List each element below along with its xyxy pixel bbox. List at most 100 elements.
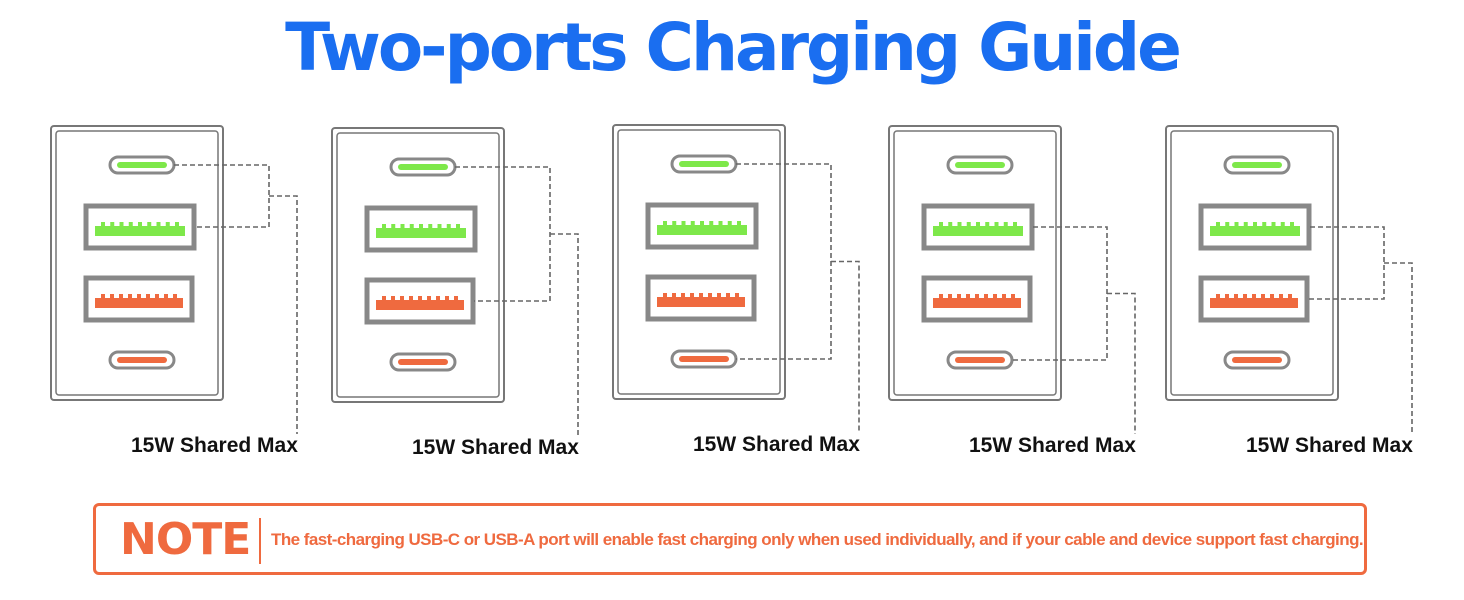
usb-a-fast-port-pin bbox=[400, 224, 405, 229]
note-box: NOTE The fast-charging USB-C or USB-A po… bbox=[93, 503, 1367, 575]
page-title: Two-ports Charging Guide bbox=[285, 9, 1182, 86]
usb-a-port-pin bbox=[391, 296, 395, 301]
usb-a-port-tongue bbox=[95, 298, 183, 308]
usb-c-port-contact bbox=[679, 356, 729, 362]
shared-output-line bbox=[831, 260, 860, 433]
shared-output-line bbox=[550, 233, 579, 436]
note-text: The fast-charging USB-C or USB-A port wi… bbox=[271, 530, 1364, 549]
usb-a-port-pin bbox=[681, 293, 685, 298]
charger-inner-border bbox=[336, 132, 500, 398]
usb-a-port-pin bbox=[400, 296, 404, 301]
usb-a-port-pin bbox=[726, 293, 730, 298]
usb-a-fast-port-pin bbox=[1253, 222, 1257, 227]
usb-a-port-pin bbox=[708, 293, 712, 298]
usb-a-port-pin bbox=[1279, 294, 1283, 299]
charger-outer-border bbox=[612, 124, 786, 400]
pair-bracket-line bbox=[1308, 226, 1385, 300]
usb-a-port-pin bbox=[155, 294, 159, 299]
usb-a-port-tongue bbox=[933, 298, 1021, 308]
usb-a-fast-port-pin bbox=[156, 222, 161, 227]
charger-inner-border bbox=[893, 130, 1057, 396]
usb-a-port-pin bbox=[128, 294, 132, 299]
charger-outer-border bbox=[331, 127, 505, 403]
charger-4 bbox=[888, 125, 1136, 434]
usb-a-fast-port-pin bbox=[101, 222, 105, 227]
usb-a-fast-port-pin bbox=[1013, 222, 1017, 227]
usb-a-fast-port-pin bbox=[994, 222, 999, 227]
usb-a-fast-port-pin bbox=[718, 221, 723, 226]
usb-a-fast-port-pin bbox=[175, 222, 179, 227]
shared-max-caption: 15W Shared Max bbox=[693, 433, 860, 456]
shared-max-caption: 15W Shared Max bbox=[412, 436, 579, 459]
usb-a-port-pin bbox=[454, 296, 458, 301]
usb-c-fast-port-contact bbox=[1232, 162, 1282, 168]
usb-a-port-pin bbox=[382, 296, 386, 301]
usb-c-port-contact bbox=[398, 359, 448, 365]
usb-a-fast-port-pin bbox=[1003, 222, 1008, 227]
usb-a-fast-port-pin bbox=[737, 221, 741, 226]
usb-a-port-tongue bbox=[376, 300, 464, 310]
usb-a-port-pin bbox=[1002, 294, 1006, 299]
usb-a-fast-port-pin bbox=[119, 222, 124, 227]
charger-inner-border bbox=[55, 130, 219, 396]
charger-3 bbox=[612, 124, 860, 433]
usb-a-fast-port-pin bbox=[727, 221, 732, 226]
usb-a-fast-port-pin bbox=[391, 224, 396, 229]
usb-a-fast-port-pin bbox=[985, 222, 990, 227]
usb-a-fast-port-pin bbox=[110, 222, 115, 227]
note-label: NOTE bbox=[120, 514, 251, 565]
charger-inner-border bbox=[1170, 130, 1334, 396]
shared-output-line bbox=[269, 195, 298, 434]
usb-a-fast-port-pin bbox=[147, 222, 152, 227]
usb-a-port-pin bbox=[409, 296, 413, 301]
usb-a-port-pin bbox=[939, 294, 943, 299]
usb-a-port-pin bbox=[735, 293, 739, 298]
charger-1 bbox=[50, 125, 298, 434]
usb-c-fast-port-contact bbox=[117, 162, 167, 168]
usb-a-port-pin bbox=[101, 294, 105, 299]
usb-a-fast-port-pin bbox=[1271, 222, 1276, 227]
shared-max-caption: 15W Shared Max bbox=[1246, 434, 1413, 457]
shared-max-caption: 15W Shared Max bbox=[131, 434, 298, 457]
usb-a-port-pin bbox=[1011, 294, 1015, 299]
usb-a-fast-port-pin bbox=[663, 221, 667, 226]
usb-a-port-pin bbox=[418, 296, 422, 301]
usb-a-port-pin bbox=[966, 294, 970, 299]
usb-a-port-pin bbox=[1216, 294, 1220, 299]
shared-output-line bbox=[1384, 262, 1413, 434]
usb-c-fast-port-contact bbox=[398, 164, 448, 170]
usb-a-port-pin bbox=[173, 294, 177, 299]
usb-a-fast-port-pin bbox=[1243, 222, 1248, 227]
usb-a-port-pin bbox=[1270, 294, 1274, 299]
usb-a-fast-port-pin bbox=[165, 222, 170, 227]
charger-5 bbox=[1165, 125, 1413, 434]
usb-a-port-pin bbox=[1225, 294, 1229, 299]
charger-2 bbox=[331, 127, 579, 436]
usb-a-port-pin bbox=[717, 293, 721, 298]
usb-a-port-pin bbox=[119, 294, 123, 299]
usb-c-fast-port-contact bbox=[955, 162, 1005, 168]
usb-a-port-pin bbox=[1288, 294, 1292, 299]
usb-a-fast-port-tongue bbox=[1210, 226, 1300, 236]
usb-a-fast-port-pin bbox=[138, 222, 142, 227]
usb-c-port-contact bbox=[1232, 357, 1282, 363]
shared-output-line bbox=[1107, 292, 1136, 434]
usb-a-port-pin bbox=[975, 294, 979, 299]
usb-a-fast-port-pin bbox=[681, 221, 686, 226]
charger-outer-border bbox=[888, 125, 1062, 401]
usb-a-port-pin bbox=[436, 296, 440, 301]
pair-bracket-line bbox=[174, 164, 270, 228]
usb-a-port-pin bbox=[164, 294, 168, 299]
usb-a-fast-port-pin bbox=[1225, 222, 1230, 227]
usb-a-fast-port-pin bbox=[690, 221, 695, 226]
shared-max-caption: 15W Shared Max bbox=[969, 434, 1136, 457]
usb-a-fast-port-pin bbox=[1216, 222, 1220, 227]
usb-a-fast-port-pin bbox=[1262, 222, 1267, 227]
usb-a-port-pin bbox=[137, 294, 141, 299]
charger-outer-border bbox=[50, 125, 224, 401]
usb-a-port-pin bbox=[690, 293, 694, 298]
usb-a-fast-port-tongue bbox=[376, 228, 466, 238]
usb-c-port-contact bbox=[955, 357, 1005, 363]
usb-a-fast-port-pin bbox=[709, 221, 714, 226]
